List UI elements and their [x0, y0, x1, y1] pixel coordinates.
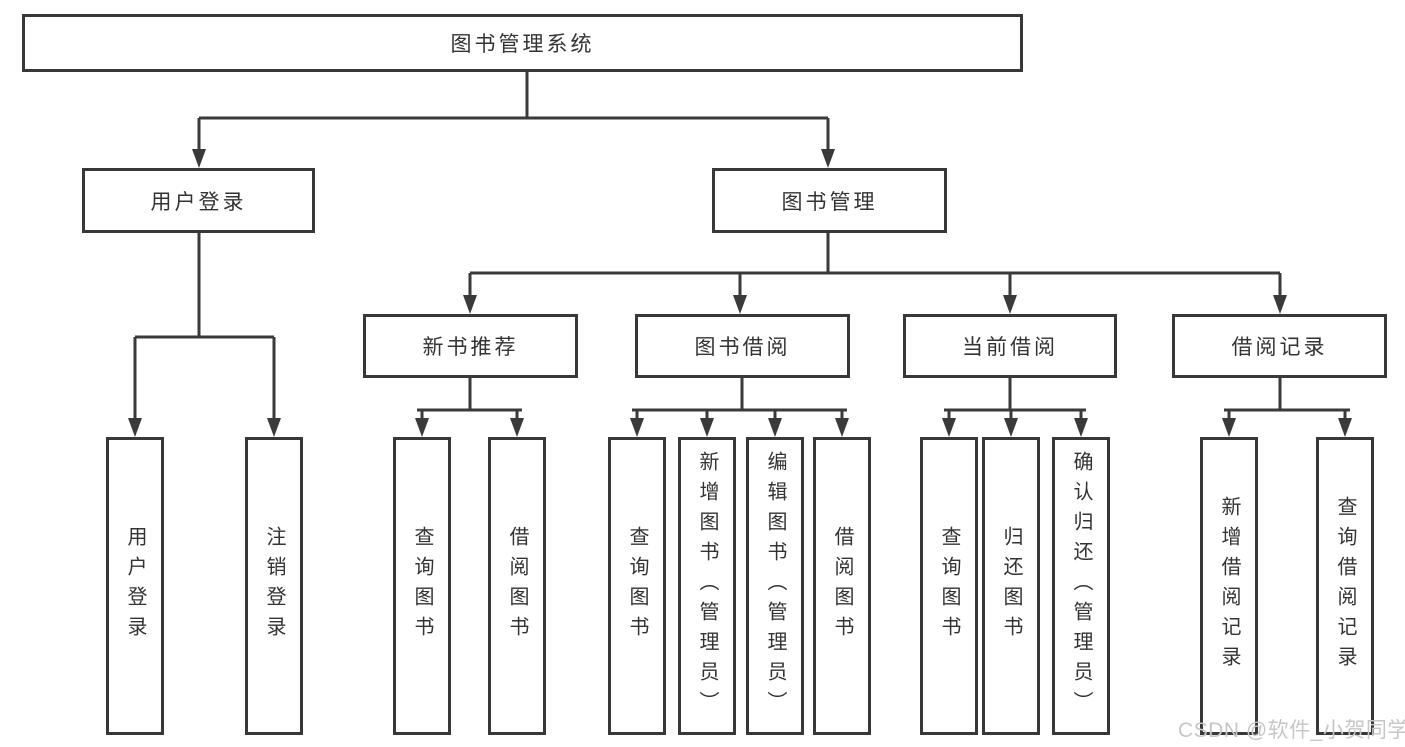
connector-root	[192, 72, 835, 168]
connector-user-login	[128, 232, 281, 437]
leaf-add-book-admin: 新增图书（管理员）	[678, 437, 736, 735]
connector-current-borrow-group	[942, 378, 1088, 437]
leaf-logout: 注销登录	[245, 437, 303, 735]
leaf-borrow-books-1-label: 借阅图书	[506, 526, 528, 646]
leaf-query-books-2: 查询图书	[608, 437, 666, 735]
leaf-user-login: 用户登录	[106, 437, 164, 735]
leaf-add-borrow-record-label: 新增借阅记录	[1218, 496, 1240, 676]
csdn-watermark: CSDN @软件_小贺同学	[1178, 719, 1405, 742]
node-borrow-records: 借阅记录	[1172, 314, 1387, 378]
leaf-query-borrow-record: 查询借阅记录	[1316, 437, 1374, 735]
node-new-book-recommend: 新书推荐	[363, 314, 578, 378]
leaf-query-books-1-label: 查询图书	[411, 526, 433, 646]
leaf-query-books-1: 查询图书	[393, 437, 451, 735]
leaf-query-books-2-label: 查询图书	[626, 526, 648, 646]
leaf-edit-book-admin-label: 编辑图书（管理员）	[764, 451, 786, 721]
leaf-logout-label: 注销登录	[263, 526, 285, 646]
node-book-management: 图书管理	[712, 168, 947, 233]
node-user-login: 用户登录	[82, 168, 315, 233]
leaf-confirm-return-admin-label: 确认归还（管理员）	[1070, 451, 1092, 721]
leaf-borrow-books-2: 借阅图书	[813, 437, 871, 735]
leaf-return-book-label: 归还图书	[1000, 526, 1022, 646]
leaf-confirm-return-admin: 确认归还（管理员）	[1052, 437, 1110, 735]
leaf-add-borrow-record: 新增借阅记录	[1200, 437, 1258, 735]
leaf-return-book: 归还图书	[982, 437, 1040, 735]
leaf-edit-book-admin: 编辑图书（管理员）	[746, 437, 804, 735]
leaf-query-books-3-label: 查询图书	[938, 526, 960, 646]
leaf-borrow-books-1: 借阅图书	[488, 437, 546, 735]
connector-book-borrow-group	[630, 378, 849, 437]
leaf-add-book-admin-label: 新增图书（管理员）	[696, 451, 718, 721]
node-current-borrow: 当前借阅	[903, 314, 1117, 378]
connector-book-management	[463, 232, 1287, 314]
connector-new-book-group	[415, 378, 524, 437]
leaf-borrow-books-2-label: 借阅图书	[831, 526, 853, 646]
connector-borrow-records-group	[1222, 378, 1352, 437]
leaf-query-borrow-record-label: 查询借阅记录	[1334, 496, 1356, 676]
node-root: 图书管理系统	[22, 14, 1023, 72]
node-book-borrow: 图书借阅	[635, 314, 850, 378]
leaf-query-books-3: 查询图书	[920, 437, 978, 735]
leaf-user-login-label: 用户登录	[124, 526, 146, 646]
